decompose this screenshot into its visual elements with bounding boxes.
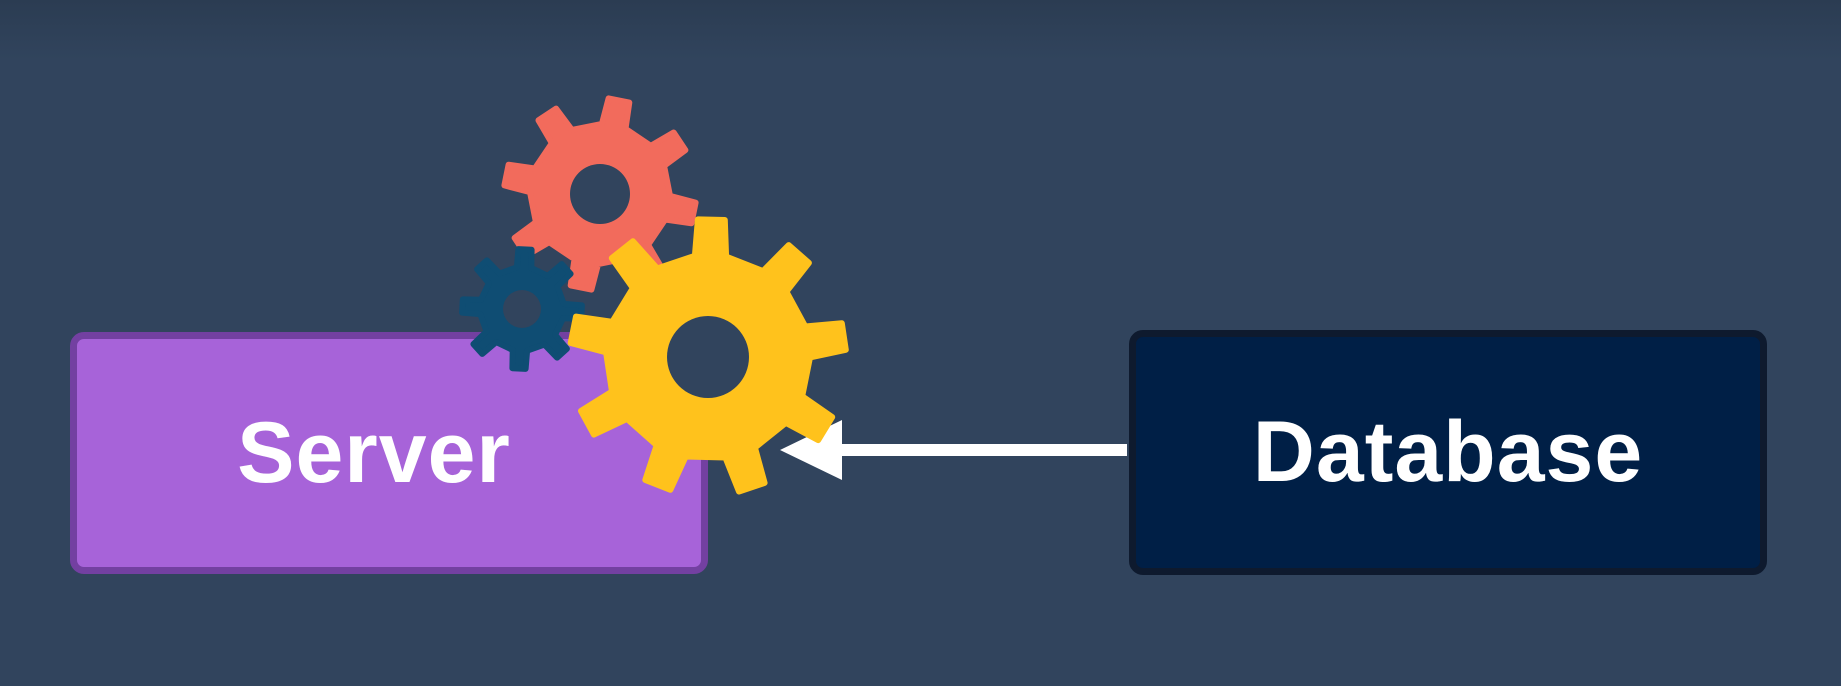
arrow-database-to-server (780, 420, 1127, 480)
yellow-gear-icon (567, 216, 849, 495)
gear-hole (570, 164, 630, 224)
blue-gear-icon (459, 246, 585, 372)
database-label: Database (1252, 404, 1644, 500)
gears-illustration (459, 95, 849, 495)
database-node: Database (1129, 330, 1767, 575)
arrow-shaft (840, 444, 1127, 456)
gear-hole (667, 316, 749, 398)
server-node: Server (70, 332, 708, 574)
arrow-head (780, 420, 842, 480)
red-gear-icon (501, 95, 699, 293)
gear-hole (503, 290, 541, 328)
background-shade (0, 0, 1841, 60)
server-label: Server (237, 404, 511, 501)
